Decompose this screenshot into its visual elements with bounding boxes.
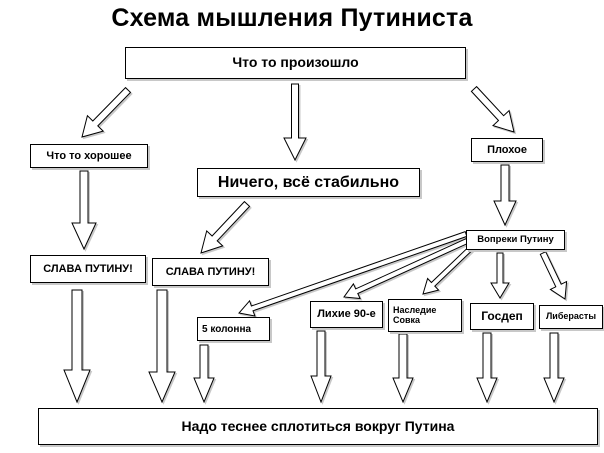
node-despite-putin: Вопреки Путину <box>466 230 565 250</box>
arrow-shape <box>493 164 517 227</box>
node-label: Либерасты <box>545 311 596 322</box>
arrow-shape <box>539 251 568 300</box>
arrow-liberasty-to-final <box>543 332 567 405</box>
node-label: Наследие Совка <box>393 304 437 326</box>
node-glory-left: СЛАВА ПУТИНУ! <box>30 255 146 283</box>
arrow-stable-to-glory <box>200 200 252 256</box>
arrow-start-to-bad <box>470 85 517 135</box>
arrow-shape <box>470 85 515 133</box>
arrow-despite-to-soviet <box>422 246 474 297</box>
node-something-happened: Что то произошло <box>125 47 466 79</box>
node-gosdep: Госдеп <box>470 303 534 330</box>
node-label: СЛАВА ПУТИНУ! <box>43 262 133 275</box>
node-label: Лихие 90-е <box>317 308 376 321</box>
arrow-soviet-to-final <box>392 333 416 405</box>
arrow-shape <box>476 332 498 404</box>
node-nineties: Лихие 90-е <box>310 301 383 328</box>
arrow-shape <box>63 289 91 404</box>
node-rally-around-putin: Надо теснее сплотиться вокруг Путина <box>38 408 598 445</box>
diagram-title: Схема мышления Путиниста <box>111 4 473 32</box>
node-label-line: Совка <box>393 314 421 325</box>
arrow-shape <box>343 238 469 300</box>
node-label: Госдеп <box>481 308 523 323</box>
arrow-bad-to-despite <box>493 164 519 228</box>
node-label: Что то произошло <box>232 54 359 71</box>
arrow-nineties-to-final <box>310 330 334 405</box>
arrow-shape <box>148 289 176 404</box>
node-fifth-column: 5 колонна <box>197 317 270 341</box>
arrow-despite-to-fifth-column <box>238 230 469 319</box>
arrow-shape <box>310 330 332 404</box>
arrow-shape <box>392 333 414 404</box>
node-label-line: Наследие <box>393 304 437 315</box>
arrow-shape <box>422 246 473 295</box>
arrow-shape <box>490 252 510 299</box>
node-label: Вопреки Путину <box>477 233 554 245</box>
node-glory-right: СЛАВА ПУТИНУ! <box>152 258 269 286</box>
arrow-shape <box>71 170 97 251</box>
arrow-shape <box>283 83 307 162</box>
arrow-shape <box>81 86 132 138</box>
arrow-start-to-stable <box>283 83 309 163</box>
arrow-despite-to-gosdep <box>490 252 512 301</box>
arrow-good-to-glory <box>71 170 99 252</box>
node-something-good: Что то хорошее <box>30 144 148 168</box>
node-label: СЛАВА ПУТИНУ! <box>165 265 256 278</box>
node-soviet-legacy: Наследие Совка <box>388 299 462 332</box>
arrow-shape <box>543 332 565 404</box>
node-label: Плохое <box>487 143 527 156</box>
node-all-stable: Ничего, всё стабильно <box>197 168 420 197</box>
arrow-glory-left-to-final <box>63 289 93 405</box>
node-label: Что то хорошее <box>46 149 132 162</box>
arrow-fifth-column-to-final <box>193 344 217 405</box>
arrow-start-to-good <box>81 86 133 140</box>
arrow-shape <box>238 230 468 317</box>
node-bad: Плохое <box>471 138 543 162</box>
node-liberasty: Либерасты <box>539 305 603 329</box>
node-label: 5 колонна <box>202 323 252 335</box>
arrow-glory-right-to-final <box>148 289 178 405</box>
node-label: Надо теснее сплотиться вокруг Путина <box>181 417 455 434</box>
arrow-despite-to-nineties <box>343 238 471 301</box>
arrow-gosdep-to-final <box>476 332 500 405</box>
node-label: Ничего, всё стабильно <box>217 173 400 191</box>
arrow-despite-to-liberasty <box>539 251 569 302</box>
arrow-shape <box>200 200 251 254</box>
arrow-shape <box>193 344 215 404</box>
